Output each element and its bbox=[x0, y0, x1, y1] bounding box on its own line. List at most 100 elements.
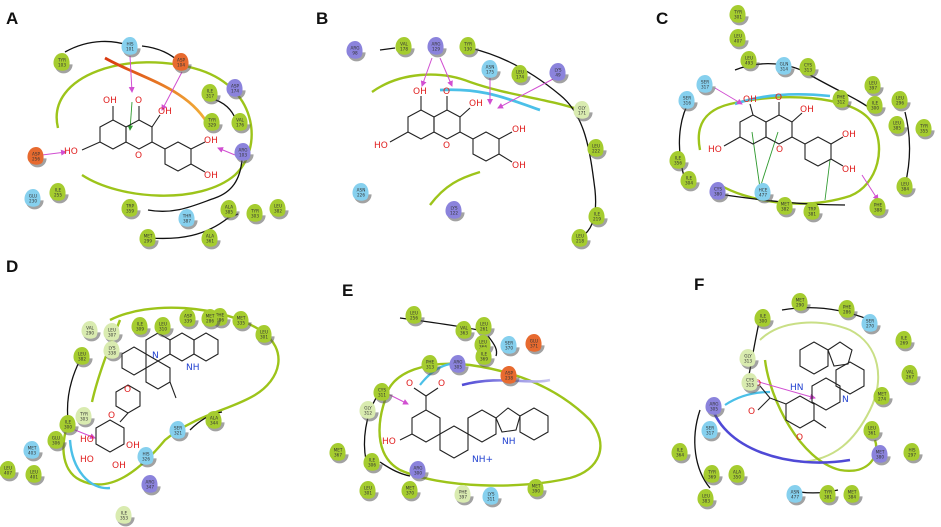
residue-number: 307 bbox=[108, 333, 116, 338]
residue-bubble bbox=[103, 341, 120, 359]
pocket-outline bbox=[371, 73, 581, 112]
residue-label: ARG bbox=[238, 148, 247, 153]
residue-label: LEU bbox=[480, 322, 488, 327]
residue-bubble bbox=[201, 309, 218, 327]
residue-label: MET bbox=[28, 446, 37, 451]
residue-number: 380 bbox=[714, 192, 722, 197]
residue-label: ASN bbox=[357, 188, 366, 193]
residue-label: GLY bbox=[364, 406, 372, 411]
residue-number: 382 bbox=[274, 209, 282, 214]
residue-label: ILE bbox=[686, 176, 693, 181]
residue-bubble bbox=[871, 445, 888, 463]
residue-label: LYS bbox=[488, 492, 495, 497]
residue-label: GLY bbox=[744, 354, 752, 359]
residue-bubble bbox=[373, 383, 390, 401]
residue-number: 256 bbox=[410, 316, 418, 321]
pocket-outline bbox=[759, 321, 880, 463]
residue-label: ILE bbox=[901, 336, 908, 341]
residue-bubble bbox=[53, 53, 70, 71]
residue-number: 339 bbox=[184, 319, 192, 324]
residue-label: MET bbox=[237, 316, 246, 321]
residue-number: 174 bbox=[516, 75, 524, 80]
pi-stacking-line bbox=[127, 101, 134, 131]
residue-number: 305 bbox=[710, 407, 718, 412]
residue-label: TYR bbox=[733, 10, 742, 15]
residue-label: HIS bbox=[908, 448, 915, 453]
hbond-arrow bbox=[861, 174, 879, 201]
atom-label: O bbox=[443, 87, 450, 97]
atom-label: OH bbox=[103, 96, 117, 106]
residue-label: SER bbox=[683, 96, 691, 101]
residue-number: 361 bbox=[206, 239, 214, 244]
residue-bubble bbox=[896, 177, 913, 195]
ligand-molecule: HN N O O O bbox=[748, 341, 865, 443]
residue-label: VAL bbox=[86, 326, 94, 331]
residue-bubble bbox=[75, 407, 92, 425]
residue-label: MET bbox=[876, 450, 885, 455]
residue-number: 301 bbox=[260, 335, 268, 340]
residue-label: TYR bbox=[250, 209, 259, 214]
residue-label: ILE bbox=[760, 314, 767, 319]
residue-bubble bbox=[137, 447, 154, 465]
residue-label: ASP bbox=[231, 84, 240, 89]
residue-bubble bbox=[799, 58, 816, 76]
residue-bubble bbox=[861, 314, 878, 332]
residue-number: 269 bbox=[900, 341, 908, 346]
atom-label: OH bbox=[469, 99, 483, 109]
backbone-chain bbox=[694, 409, 711, 489]
residue-bubble bbox=[481, 60, 498, 78]
panel-label: A bbox=[6, 9, 18, 28]
residue-label: LEU bbox=[479, 340, 487, 345]
residue-label: ARG bbox=[709, 402, 718, 407]
residue-label: ILE bbox=[121, 511, 128, 516]
residue-number: 367 bbox=[334, 453, 342, 458]
residue-bubble bbox=[739, 349, 756, 367]
residue-number: 370 bbox=[406, 491, 414, 496]
residue-label: HCE bbox=[759, 188, 768, 193]
residue-bubble bbox=[49, 183, 66, 201]
atom-label: O bbox=[443, 141, 450, 151]
residue-bubble bbox=[203, 113, 220, 131]
residue-number: 238 bbox=[505, 376, 513, 381]
residue-number: 297 bbox=[908, 453, 916, 458]
residue-number: 222 bbox=[592, 149, 600, 154]
atom-label: N bbox=[842, 395, 849, 405]
residue-label: ILE bbox=[137, 322, 144, 327]
residue-label: ILE bbox=[481, 352, 488, 357]
residue-number: 286 bbox=[843, 310, 851, 315]
residue-label: LEU bbox=[78, 352, 86, 357]
residue-bubble bbox=[803, 202, 820, 220]
residue-number: 350 bbox=[733, 475, 741, 480]
residue-bubble bbox=[121, 37, 138, 55]
pi-stacking-line bbox=[751, 131, 761, 189]
residue-number: 129 bbox=[432, 47, 440, 52]
residue-number: 380 bbox=[876, 455, 884, 460]
residue-label: LEU bbox=[896, 96, 904, 101]
residue-label: GLN bbox=[780, 62, 789, 67]
residue-label: LEU bbox=[159, 322, 167, 327]
residue-label: PHE bbox=[843, 305, 852, 310]
